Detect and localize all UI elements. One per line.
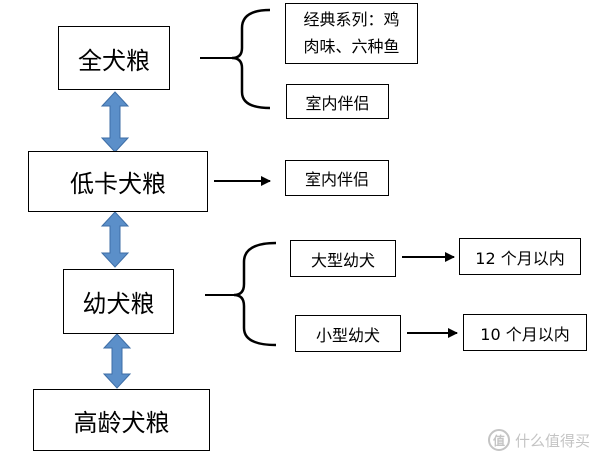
all-stage-food-box: 全犬粮 [58, 26, 170, 90]
classic-series-line-1: 经典系列：鸡 [303, 10, 400, 30]
puppy-brace [233, 241, 277, 347]
low-calorie-indoor-companion-box: 室内伴侣 [285, 160, 389, 196]
small-puppy-label: 小型幼犬 [315, 325, 380, 345]
indoor-companion-label: 室内伴侣 [305, 93, 370, 113]
puppy-food-label: 幼犬粮 [82, 290, 155, 318]
senior-food-label: 高龄犬粮 [73, 408, 170, 437]
low-calorie-food-box: 低卡犬粮 [28, 151, 208, 212]
double-arrow-icon [100, 211, 130, 268]
low-calorie-indoor-companion-label: 室内伴侣 [304, 170, 369, 189]
large-puppy-label: 大型幼犬 [310, 250, 375, 270]
small-puppy-box: 小型幼犬 [295, 315, 401, 352]
all-stage-brace [231, 8, 271, 110]
large-puppy-age-label: 12 个月以内 [475, 248, 565, 268]
watermark-text: 什么值得买 [514, 431, 590, 450]
classic-series-line-2: 肉味、六种鱼 [303, 37, 400, 57]
low-calorie-food-label: 低卡犬粮 [70, 170, 166, 198]
puppy-food-box: 幼犬粮 [63, 269, 174, 334]
all-stage-food-label: 全犬粮 [78, 46, 150, 75]
small-puppy-age-label: 10 个月以内 [480, 324, 570, 344]
classic-series-box: 经典系列：鸡 肉味、六种鱼 [285, 3, 418, 64]
senior-food-box: 高龄犬粮 [33, 389, 210, 451]
large-puppy-age-box: 12 个月以内 [459, 238, 581, 275]
double-arrow-icon [102, 333, 132, 389]
indoor-companion-box: 室内伴侣 [286, 84, 389, 119]
zhi-badge-icon: 值 [487, 429, 510, 451]
small-puppy-age-box: 10 个月以内 [463, 314, 587, 351]
watermark: 值 什么值得买 [487, 429, 590, 451]
double-arrow-icon [100, 91, 130, 153]
large-puppy-box: 大型幼犬 [290, 240, 396, 277]
